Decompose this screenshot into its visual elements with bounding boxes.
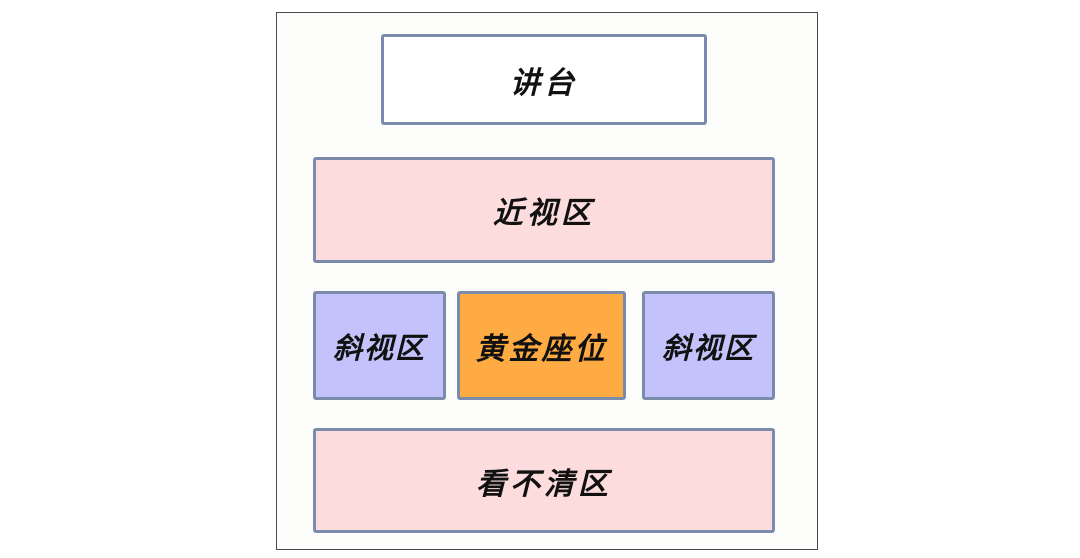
near-zone-box: 近视区 xyxy=(313,157,775,263)
side-zone-left-box: 斜视区 xyxy=(313,291,446,400)
golden-seat-box: 黄金座位 xyxy=(457,291,626,400)
side-zone-right-box: 斜视区 xyxy=(642,291,775,400)
podium-label: 讲台 xyxy=(510,65,578,101)
far-zone-label: 看不清区 xyxy=(476,466,612,502)
side-zone-left-label: 斜视区 xyxy=(332,330,426,365)
side-zone-right-label: 斜视区 xyxy=(661,330,755,365)
golden-seat-label: 黄金座位 xyxy=(475,331,608,367)
near-zone-label: 近视区 xyxy=(493,196,595,231)
podium-box: 讲台 xyxy=(381,34,707,125)
far-zone-box: 看不清区 xyxy=(313,428,775,533)
